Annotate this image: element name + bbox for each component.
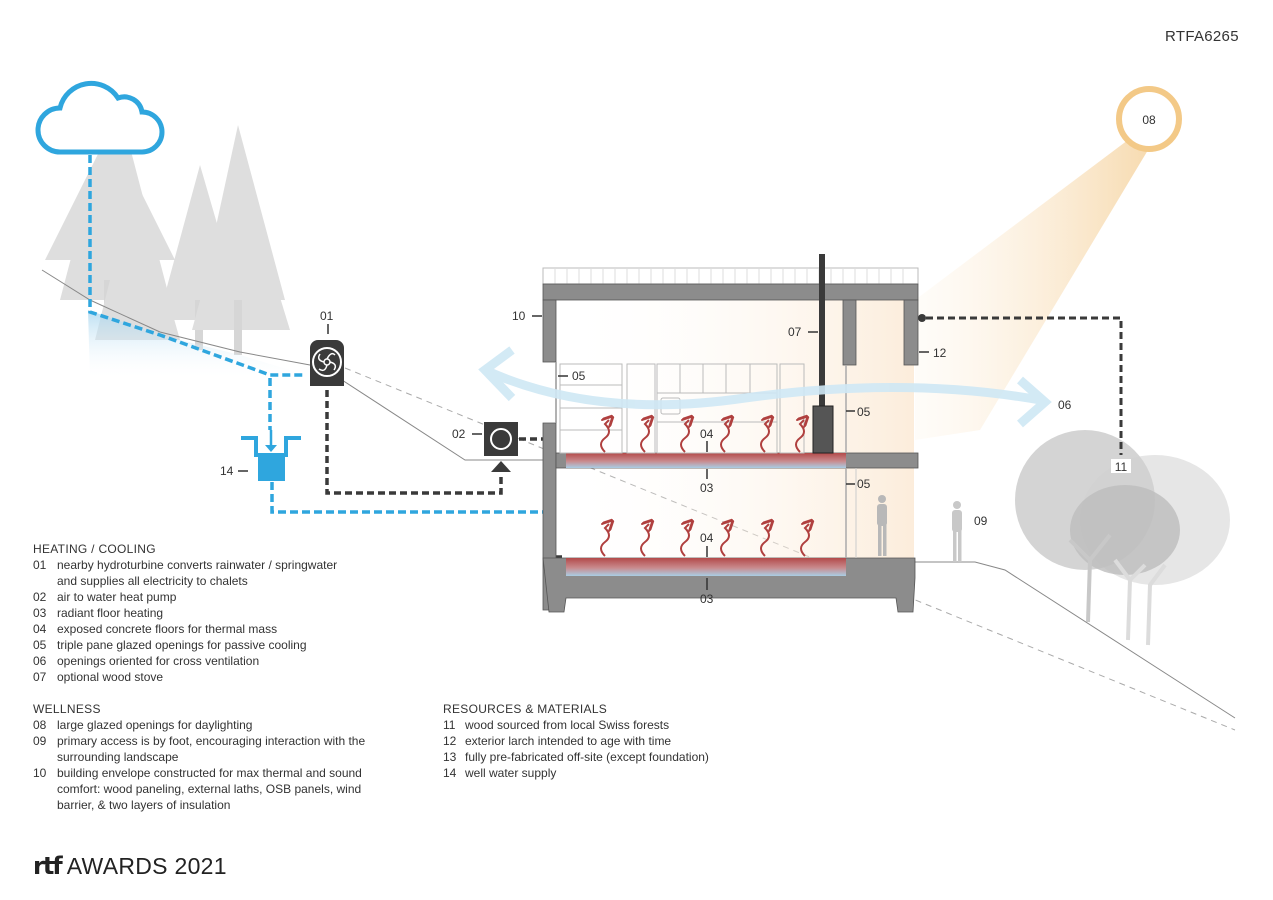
wood-source-line [926, 316, 1123, 455]
heat-pump-icon [484, 422, 518, 472]
label-08: 08 [1142, 113, 1156, 127]
label-03-lower: 03 [700, 592, 714, 606]
wood-stove-icon [812, 405, 834, 454]
legend-item-continuation: and supplies all electricity to chalets [57, 574, 248, 588]
power-line [325, 390, 503, 495]
label-05-lower-right: 05 [857, 477, 871, 491]
label-07: 07 [788, 325, 802, 339]
legend-item-continuation: surrounding landscape [57, 750, 179, 764]
person-silhouette-icon [952, 501, 962, 562]
rainwater-pipe [88, 155, 305, 377]
person-silhouette-icon [877, 495, 887, 556]
ground-line-left [41, 269, 311, 366]
legend-item-continuation: barrier, & two layers of insulation [57, 798, 231, 812]
legend-heading: RESOURCES & MATERIALS [443, 702, 608, 716]
well-water-icon [241, 430, 301, 481]
ground-line-slope [341, 379, 545, 461]
ground-line-right [915, 561, 1236, 719]
label-09: 09 [974, 514, 988, 528]
well-supply-pipe [270, 482, 545, 514]
label-12: 12 [933, 346, 947, 360]
legend-item-continuation: comfort: wood paneling, external laths, … [57, 782, 362, 796]
hydroturbine-icon [310, 340, 344, 386]
label-14: 14 [220, 464, 234, 478]
legend-heading: HEATING / COOLING [33, 542, 156, 556]
chimney [819, 254, 825, 408]
label-05-upper-left: 05 [572, 369, 586, 383]
rtf-logo-mark: rtf [33, 852, 63, 880]
label-01: 01 [320, 309, 334, 323]
sunlight-beam [915, 140, 1148, 440]
label-06: 06 [1058, 398, 1072, 412]
label-04-lower: 04 [700, 531, 714, 545]
rtf-awards-logo: rtf AWARDS 2021 [33, 852, 227, 880]
building-section [542, 254, 962, 613]
label-02: 02 [452, 427, 466, 441]
cloud-icon [35, 80, 165, 155]
cross-ventilation-arrow [478, 346, 1052, 428]
label-04-upper: 04 [700, 427, 714, 441]
project-code: RTFA6265 [1165, 28, 1239, 45]
conifer-trees [45, 90, 290, 355]
legend-heading: WELLNESS [33, 702, 101, 716]
radiant-heat-arrows [600, 420, 809, 557]
awards-title: AWARDS 2021 [66, 852, 227, 879]
sun-icon [1116, 86, 1182, 152]
label-10: 10 [512, 309, 526, 323]
label-11: 11 [1115, 460, 1128, 474]
label-05-upper-right: 05 [857, 405, 871, 419]
label-03-upper: 03 [700, 481, 714, 495]
